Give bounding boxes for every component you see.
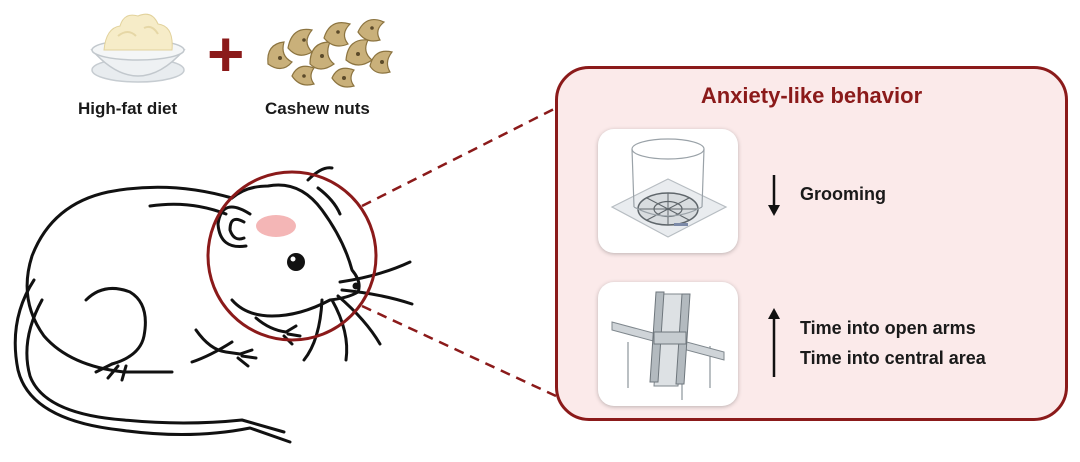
elevated-plus-maze-icon xyxy=(598,282,738,406)
head-highlight-circle xyxy=(206,170,378,342)
anxiety-behavior-panel: Anxiety-like behavior Grooming xyxy=(555,66,1068,421)
result-open-arms: Time into open arms xyxy=(800,318,976,338)
high-fat-diet-label: High-fat diet xyxy=(78,99,178,118)
ingredients-row: High-fat diet + Cashew nuts xyxy=(0,0,420,130)
cashew-nuts-image xyxy=(258,8,398,90)
mouse-illustration xyxy=(13,106,557,444)
panel-title: Anxiety-like behavior xyxy=(700,83,923,108)
connector-line-bottom xyxy=(361,304,557,398)
arrow-up-icon xyxy=(766,307,782,379)
brain-highlight xyxy=(256,215,296,237)
high-fat-diet-image xyxy=(78,6,198,88)
result-grooming: Grooming xyxy=(800,184,886,204)
plus-sign: + xyxy=(207,18,245,90)
connector-line-top xyxy=(361,106,557,208)
result-central-area: Time into central area xyxy=(800,348,986,368)
arrow-down-icon xyxy=(766,173,782,217)
cashew-nuts-label: Cashew nuts xyxy=(265,99,370,118)
open-field-cylinder-icon xyxy=(598,129,738,253)
